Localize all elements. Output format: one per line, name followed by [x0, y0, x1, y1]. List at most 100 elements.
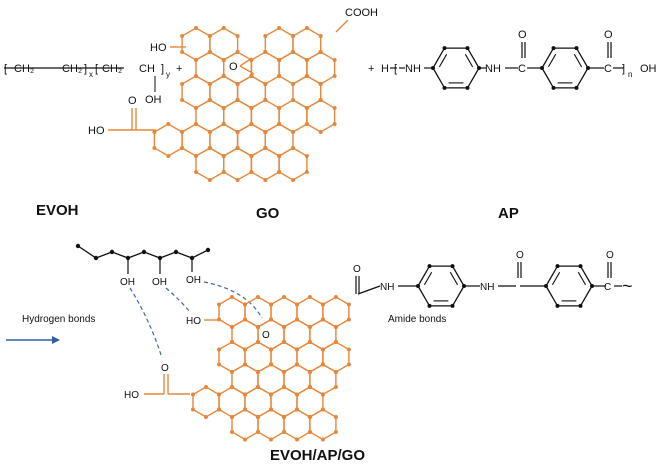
- graphene-atom: [277, 58, 282, 62]
- graphene-atom: [194, 106, 198, 110]
- graphene-atom: [282, 430, 286, 434]
- graphene-atom: [277, 170, 282, 174]
- graphene-atom: [217, 302, 221, 307]
- go-cooh: COOH: [345, 7, 378, 19]
- graphene-atom: [269, 392, 273, 397]
- chain-atom: [173, 249, 179, 255]
- graphene-hexagon: [306, 99, 336, 133]
- composite-o-3: O: [606, 250, 614, 261]
- amide-bonds-label: Amide bonds: [388, 314, 446, 325]
- graphene-atom: [256, 385, 260, 389]
- ap-subscript-n: n: [628, 70, 632, 79]
- graphene-hexagon: [153, 123, 183, 157]
- graphene-atom: [291, 50, 295, 54]
- graphene-atom: [194, 122, 198, 126]
- graphene-hexagon: [250, 51, 280, 85]
- graphene-atom: [235, 98, 240, 102]
- benzene-atom: [450, 303, 455, 308]
- graphene-atom: [318, 50, 323, 54]
- graphene-atom: [263, 98, 268, 102]
- evoh-bracket-close-y: ]: [161, 63, 164, 75]
- graphene-atom: [277, 74, 282, 78]
- graphene-atom: [332, 106, 337, 110]
- graphene-atom: [263, 34, 268, 38]
- graphene-atom: [320, 347, 325, 352]
- graphene-atom: [295, 317, 299, 322]
- graphene-atom: [194, 26, 198, 30]
- graphene-atom: [282, 295, 286, 299]
- graphene-atom: [221, 122, 226, 126]
- benzene-atom: [431, 66, 435, 70]
- graphene-atom: [277, 106, 282, 110]
- composite-amide-o: O: [353, 264, 361, 275]
- benzene-atom: [442, 85, 447, 90]
- benzene-atom: [544, 284, 548, 288]
- graphene-atom: [243, 392, 247, 397]
- graphene-atom: [269, 407, 273, 412]
- graphene-atom: [282, 385, 286, 389]
- graphene-atom: [346, 317, 351, 322]
- graphene-atom: [332, 74, 337, 78]
- evoh-subscript-y: y: [166, 70, 170, 79]
- graphene-atom: [249, 74, 254, 78]
- benzene-double-bond: [464, 53, 474, 68]
- graphene-atom: [333, 415, 338, 419]
- graphene-atom: [277, 154, 282, 158]
- evoh-ch2-2: CH₂: [62, 63, 82, 75]
- graphene-atom: [291, 34, 295, 38]
- go-structure: HO O COOH HO O GO: [88, 7, 378, 222]
- evoh-ch2-3: CH₂: [102, 63, 122, 75]
- graphene-atom: [230, 340, 234, 344]
- graphene-atom: [194, 74, 198, 78]
- graphene-atom: [263, 130, 268, 134]
- evoh-bracket-close-x: ]: [84, 63, 87, 75]
- graphene-atom: [263, 50, 268, 54]
- ap-bracket-close: ]: [622, 63, 625, 75]
- graphene-atom: [333, 295, 338, 299]
- benzene-atom: [540, 66, 544, 70]
- graphene-atom: [263, 82, 268, 86]
- graphene-atom: [256, 430, 260, 434]
- graphene-atom: [304, 154, 309, 158]
- graphene-atom: [221, 58, 226, 62]
- graphene-atom: [304, 58, 309, 62]
- graphene-atom: [230, 385, 234, 389]
- graphene-atom: [282, 340, 286, 344]
- graphene-atom: [295, 347, 299, 352]
- graphene-atom: [243, 302, 247, 307]
- graphene-atom: [295, 392, 299, 397]
- graphene-atom: [332, 122, 337, 126]
- graphene-atom: [307, 340, 312, 344]
- benzene-ring: [431, 46, 481, 90]
- graphene-atom: [221, 26, 226, 30]
- evoh-oh: OH: [145, 94, 162, 106]
- graphene-atom: [180, 146, 185, 150]
- graphene-atom: [320, 362, 325, 367]
- chain-oh-1: OH: [120, 277, 135, 288]
- chain-atom: [205, 247, 211, 253]
- chain-atom: [75, 243, 81, 249]
- graphene-atom: [230, 325, 234, 329]
- graphene-atom: [235, 146, 240, 150]
- graphene-atom: [249, 122, 254, 126]
- graphene-atom: [152, 146, 157, 150]
- graphene-atom: [291, 178, 295, 182]
- graphene-hexagon: [192, 386, 220, 418]
- graphene-atom: [307, 295, 312, 299]
- benzene-atom: [578, 303, 583, 308]
- graphene-atom: [291, 130, 295, 134]
- graphene-atom: [204, 415, 208, 419]
- go-ho-top: HO: [150, 42, 167, 54]
- graphene-atom: [235, 82, 240, 86]
- hydrogen-bonds-label: Hydrogen bonds: [22, 314, 95, 325]
- graphene-hexagon: [257, 408, 285, 441]
- graphene-atom: [249, 170, 254, 174]
- graphene-atom: [230, 430, 234, 434]
- ap-c-2: C: [604, 63, 612, 75]
- graphene-atom: [243, 437, 247, 442]
- benzene-atom: [574, 85, 579, 90]
- benzene-ring: [544, 264, 594, 308]
- graphene-atom: [217, 347, 221, 352]
- graphene-atom: [295, 437, 299, 442]
